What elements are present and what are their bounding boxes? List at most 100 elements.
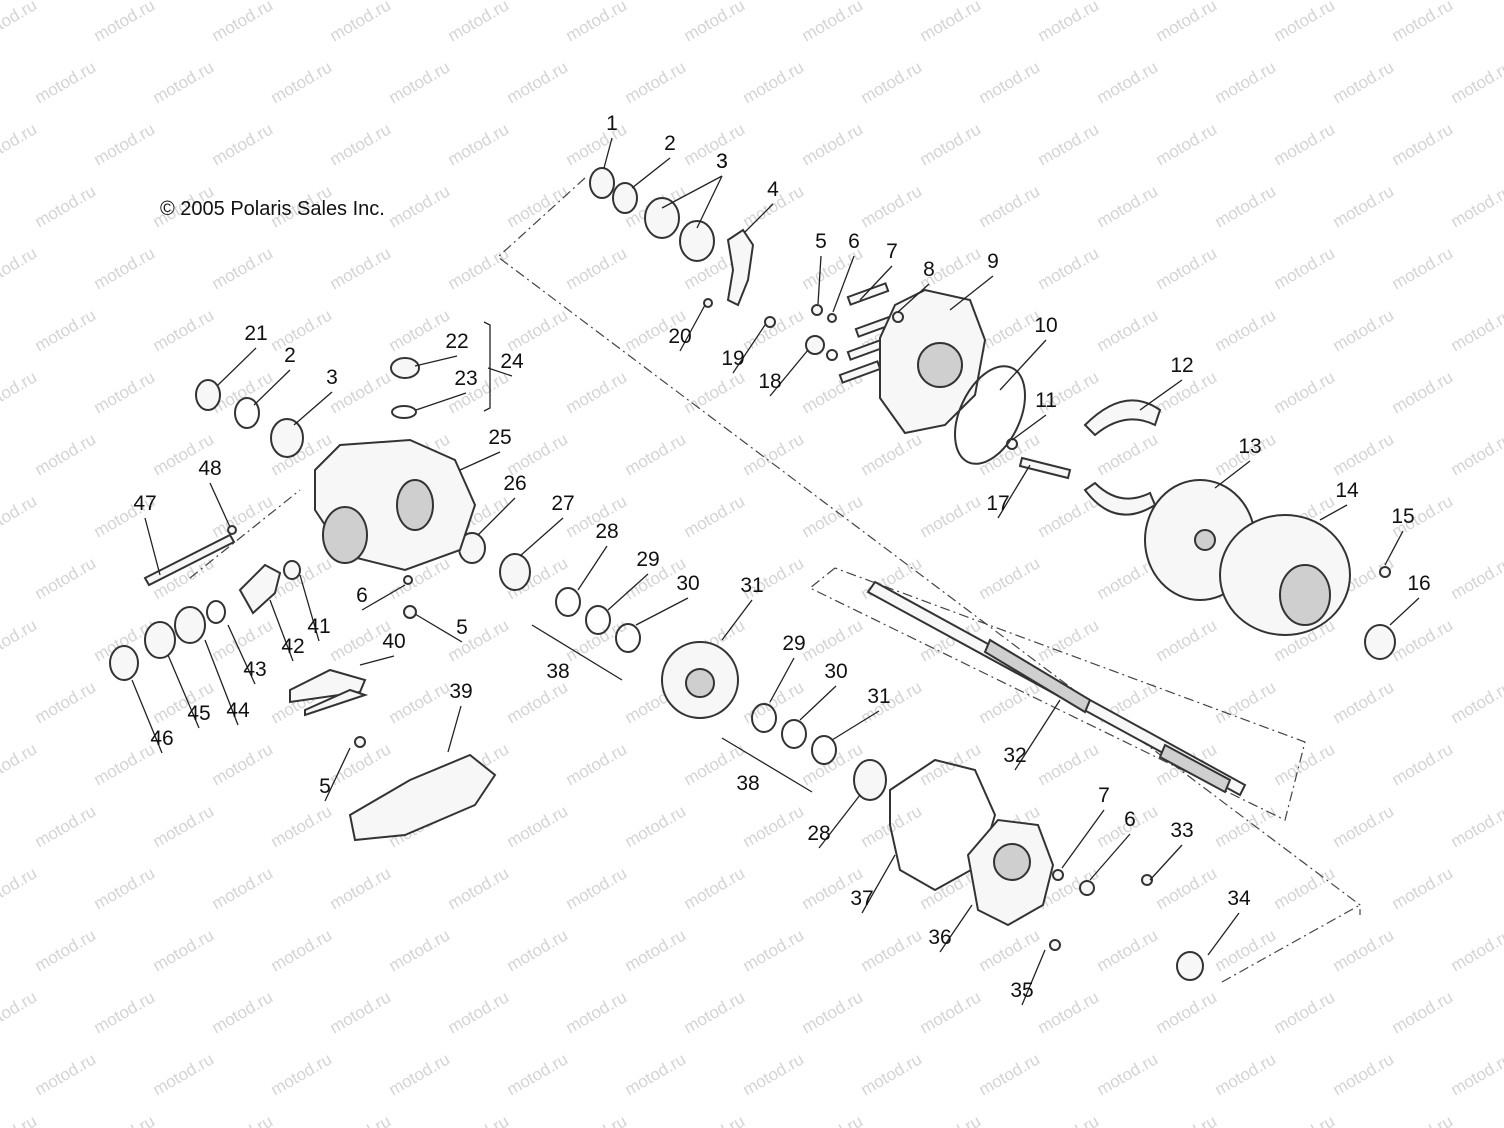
callout-number: 27: [551, 492, 574, 515]
watermark-text: motod.ru: [798, 1111, 866, 1128]
watermark-text: motod.ru: [1388, 243, 1456, 293]
watermark-text: motod.ru: [739, 57, 807, 107]
leader-line: [832, 255, 855, 313]
callout-number: 32: [1003, 744, 1026, 767]
watermark-text: motod.ru: [1447, 57, 1504, 107]
leader-line: [818, 794, 861, 849]
watermark-text: motod.ru: [680, 491, 748, 541]
callout-number: 3: [716, 150, 728, 173]
watermark-text: motod.ru: [1152, 863, 1220, 913]
watermark-text: motod.ru: [1270, 987, 1338, 1037]
watermark-text: motod.ru: [149, 801, 217, 851]
watermark-text: motod.ru: [1270, 119, 1338, 169]
watermark-text: motod.ru: [503, 181, 571, 231]
leader-line: [359, 655, 395, 666]
brake-assembly-outline: [497, 177, 1361, 915]
watermark-text: motod.ru: [857, 57, 925, 107]
leader-line: [999, 339, 1047, 391]
callout-number: 30: [676, 572, 699, 595]
watermark-text: motod.ru: [1329, 57, 1397, 107]
callout-number: 24: [500, 350, 524, 373]
watermark-text: motod.ru: [385, 181, 453, 231]
callout-number: 36: [928, 926, 951, 949]
callout-number: 44: [226, 699, 250, 722]
watermark-text: motod.ru: [1329, 801, 1397, 851]
callout-number: 28: [595, 520, 618, 543]
watermark-text: motod.ru: [326, 0, 394, 45]
watermark-text: motod.ru: [562, 243, 630, 293]
leader-line: [299, 574, 320, 642]
housing-outline: [189, 489, 301, 579]
callout-number: 37: [850, 887, 873, 910]
guard-part: [304, 688, 369, 717]
leader-line: [631, 157, 671, 189]
bearing-part: [644, 197, 680, 239]
callout-number: 10: [1034, 314, 1057, 337]
leader-line: [769, 349, 809, 397]
spring-part: [805, 335, 825, 355]
watermark-text: motod.ru: [621, 57, 689, 107]
leader-line: [217, 347, 257, 386]
spring-part: [846, 282, 890, 306]
callout-number: 48: [198, 457, 221, 480]
callout-number: 16: [1407, 572, 1430, 595]
skid-plate-part: [348, 753, 497, 842]
watermark-text: motod.ru: [267, 925, 335, 975]
leader-line: [679, 304, 706, 352]
callout-number: 45: [187, 702, 210, 725]
watermark-text: motod.ru: [1211, 181, 1279, 231]
watermark-text: motod.ru: [1388, 1111, 1456, 1128]
watermark-text: motod.ru: [0, 119, 40, 169]
watermark-text: motod.ru: [798, 0, 866, 45]
watermark-text: motod.ru: [90, 739, 158, 789]
watermark-text: motod.ru: [1447, 181, 1504, 231]
watermark-text: motod.ru: [562, 0, 630, 45]
snap-ring-part: [195, 379, 221, 411]
watermark-text: motod.ru: [149, 1049, 217, 1099]
group-bracket: [531, 624, 623, 681]
nut-part: [403, 605, 417, 619]
pinion-shaft-part: [143, 533, 236, 587]
callout-number: 4: [767, 178, 779, 201]
callout-number: 29: [636, 548, 659, 571]
ring-gear-hub: [685, 668, 715, 698]
watermark-text: motod.ru: [31, 429, 99, 479]
leader-line: [939, 904, 973, 953]
bearing-part: [174, 606, 206, 644]
callout-number: 17: [986, 492, 1009, 515]
seal-part: [499, 553, 531, 591]
callout-number: 31: [867, 685, 890, 708]
watermark-text: motod.ru: [31, 801, 99, 851]
watermark-text: motod.ru: [739, 1049, 807, 1099]
watermark-text: motod.ru: [444, 243, 512, 293]
watermark-text: motod.ru: [1388, 615, 1456, 665]
watermark-text: motod.ru: [1034, 243, 1102, 293]
watermark-text: motod.ru: [1388, 987, 1456, 1037]
watermark-text: motod.ru: [1270, 1111, 1338, 1128]
watermark-text: motod.ru: [267, 801, 335, 851]
leader-line: [897, 283, 930, 313]
brake-drum-hub: [1194, 529, 1216, 551]
watermark-text: motod.ru: [208, 739, 276, 789]
watermark-text: motod.ru: [1034, 119, 1102, 169]
watermark-text: motod.ru: [385, 677, 453, 727]
watermark-text: motod.ru: [975, 305, 1043, 355]
watermark-text: motod.ru: [90, 367, 158, 417]
watermark-text: motod.ru: [1093, 429, 1161, 479]
seal-outline: [1221, 904, 1361, 983]
bolt-part: [1379, 566, 1391, 578]
watermark-text: motod.ru: [857, 925, 925, 975]
watermark-text: motod.ru: [31, 305, 99, 355]
watermark-text: motod.ru: [444, 119, 512, 169]
callout-number: 26: [503, 472, 526, 495]
watermark-text: motod.ru: [562, 615, 630, 665]
callout-number: 40: [382, 630, 405, 653]
leader-line: [859, 265, 893, 301]
callout-number: 15: [1391, 505, 1414, 528]
watermark-text: motod.ru: [975, 925, 1043, 975]
leader-line: [414, 355, 458, 367]
callout-number: 8: [923, 258, 935, 281]
watermark-text: motod.ru: [1329, 305, 1397, 355]
watermark-text: motod.ru: [267, 305, 335, 355]
